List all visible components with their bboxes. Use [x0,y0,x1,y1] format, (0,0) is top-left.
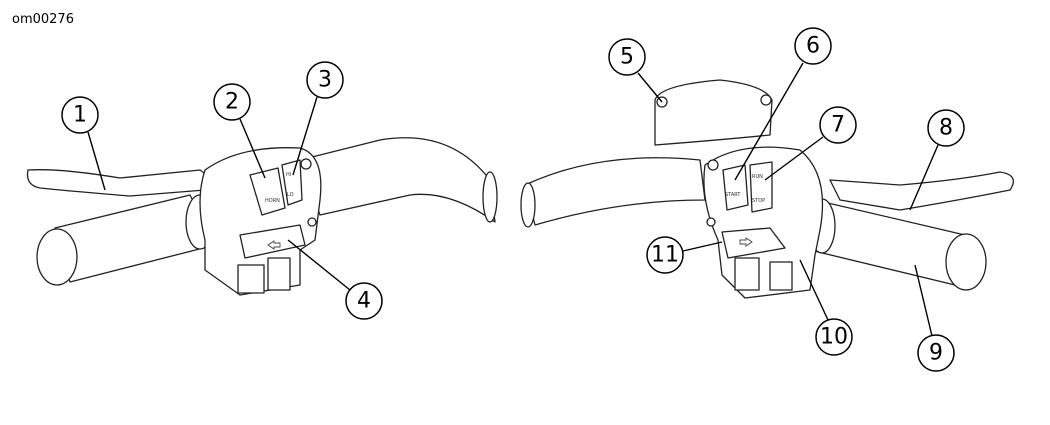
horn-label: HORN [265,198,280,204]
callout-7: 7 [819,106,857,144]
callout-9: 9 [917,334,955,372]
svg-text:1: 1 [73,103,87,128]
svg-text:7: 7 [831,113,845,138]
start-label: START [725,192,741,198]
svg-text:11: 11 [651,243,679,268]
right-handlebar: START RUN STOP [520,79,1014,299]
callout-8: 8 [927,109,965,147]
svg-text:4: 4 [357,289,371,314]
hi-label: HI [286,172,291,178]
callout-3: 3 [306,61,344,99]
callout-10: 10 [815,318,853,356]
right-turn-signal-switch [721,227,786,259]
front-brake-lever [829,171,1014,211]
right-bar-tube [524,157,706,226]
figure-reference: om00276 [12,12,74,27]
callout-11: 11 [646,236,684,274]
start-button [722,164,749,211]
headlight-dimmer-switch [281,159,303,206]
left-handlebar: HORN HI LO [26,137,498,296]
svg-text:10: 10 [820,325,848,350]
callout-2: 2 [213,83,251,121]
svg-text:2: 2 [225,90,239,115]
svg-text:8: 8 [939,116,953,141]
horn-button [249,167,286,216]
callout-4: 4 [345,282,383,320]
svg-text:5: 5 [620,45,634,70]
stop-label: STOP [752,198,765,204]
callout-1: 1 [61,96,99,134]
engine-stop-switch [749,161,773,213]
callout-6: 6 [794,27,832,65]
svg-text:6: 6 [806,34,820,59]
left-bar-tube [299,137,496,223]
run-label: RUN [752,174,763,180]
leader-lines [87,62,939,337]
svg-text:3: 3 [318,68,332,93]
lo-label: LO [287,192,294,198]
svg-text:9: 9 [929,341,943,366]
brake-reservoir [654,79,773,146]
callout-5: 5 [608,38,646,76]
clutch-lever [26,169,210,197]
